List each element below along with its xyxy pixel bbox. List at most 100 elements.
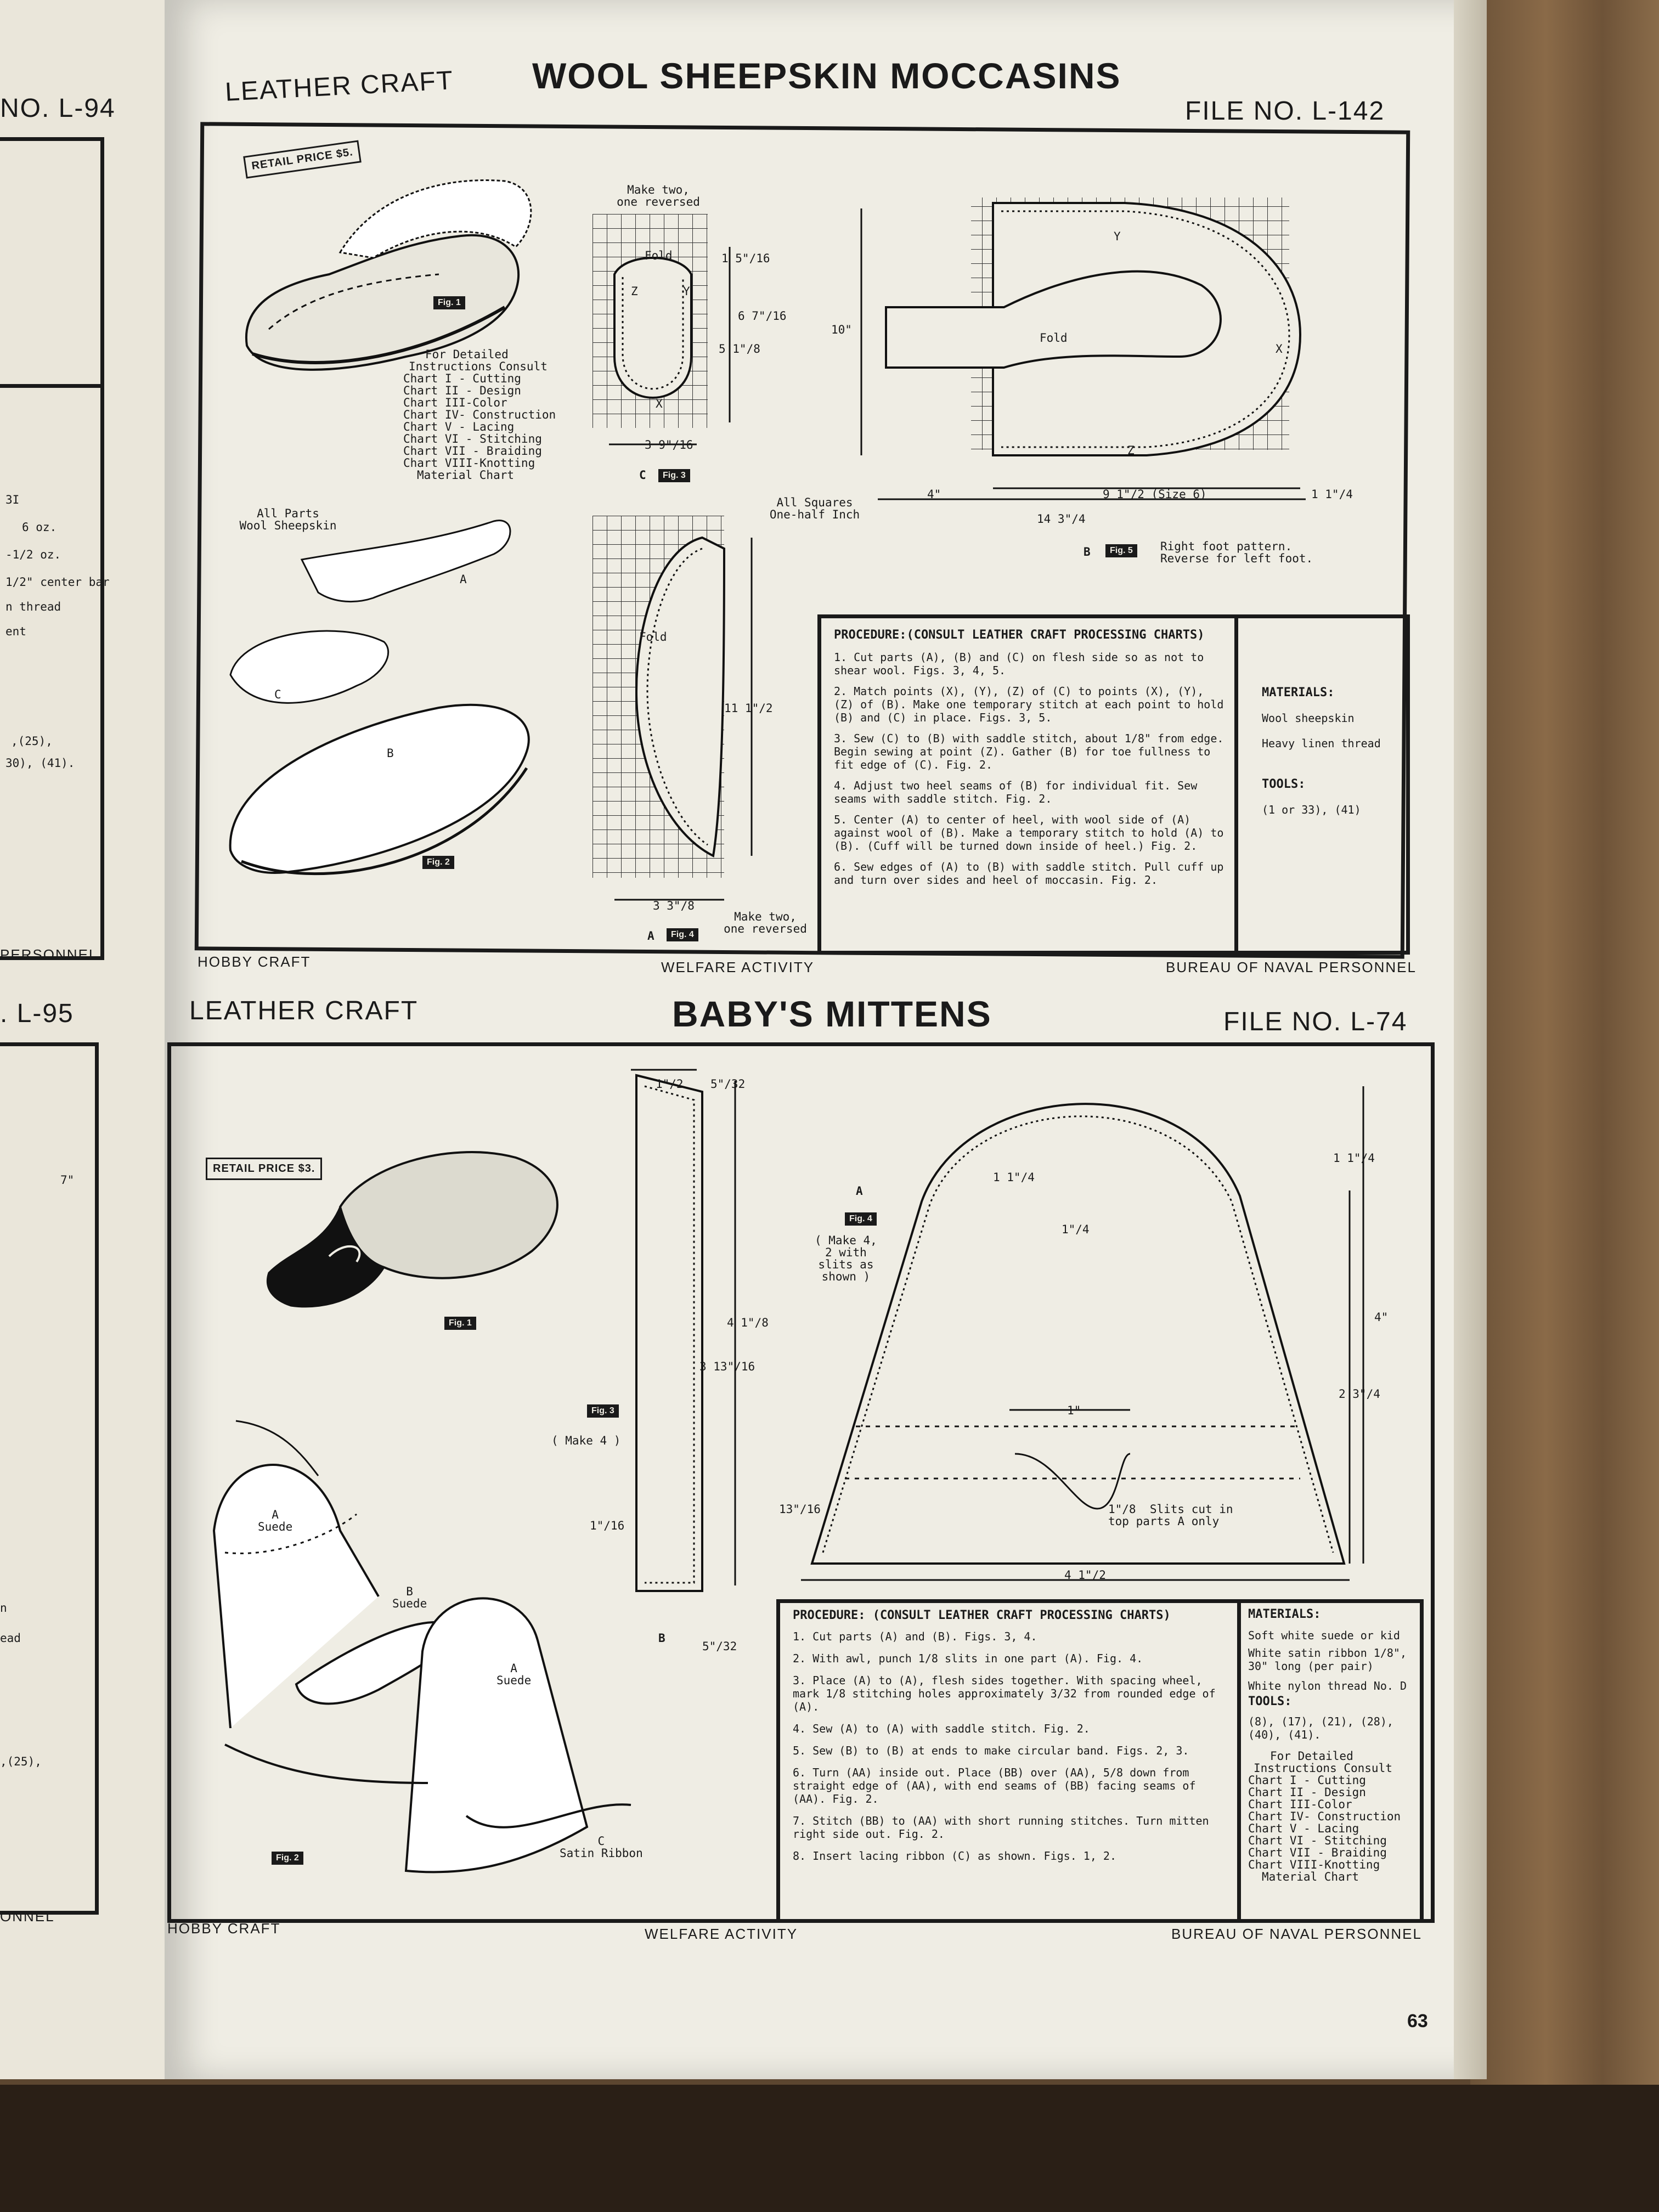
bottom-step-1: 1. Cut parts (A) and (B). Figs. 3, 4.: [793, 1630, 1037, 1643]
mitten-dim-slit: 1": [1067, 1404, 1081, 1417]
left-file-number-top: NO. L-94: [0, 94, 116, 123]
top-fig5-label: Fig. 5: [1105, 544, 1137, 557]
pattern-b-label: B: [1084, 545, 1091, 558]
mitten-dim-bottom-left: 13"/16: [779, 1503, 821, 1516]
consult-line: Chart VII - Braiding: [1248, 1846, 1387, 1859]
pattern-a-fold: Fold: [639, 630, 667, 644]
left-page: [0, 0, 187, 2079]
top-materials-title: MATERIALS:: [1262, 686, 1335, 699]
left-text-3: -1/2 oz.: [5, 548, 61, 561]
top-procedure-divider: [1234, 614, 1238, 955]
bottom-step-6: 6. Turn (AA) inside out. Place (BB) over…: [793, 1766, 1196, 1805]
left-footer-bottom: ONNEL: [0, 1908, 55, 1925]
top-all-parts-note: All Parts Wool Sheepskin: [239, 507, 337, 532]
consult-line: Material Chart: [1262, 1870, 1359, 1883]
pattern-c-y: Y: [683, 285, 690, 298]
moccasin-parts-illustration: [229, 520, 530, 876]
strip-dim-h2: 3 13"/16: [699, 1360, 755, 1373]
bottom-step-2: 2. With awl, punch 1/8 slits in one part…: [793, 1652, 1143, 1665]
left-text-12: ,(25),: [0, 1755, 42, 1768]
consult-line: Chart II - Design: [403, 384, 521, 397]
parts-label-b: B: [387, 747, 394, 760]
mitten-a-make-4: ( Make 4, 2 with slits as shown ): [815, 1234, 877, 1283]
pattern-a-grid: [592, 516, 753, 901]
left-divider: [0, 384, 104, 388]
strip-dim-top-right: 5"/32: [710, 1077, 746, 1091]
top-procedure-title: PROCEDURE:(CONSULT LEATHER CRAFT PROCESS…: [834, 628, 1205, 642]
top-fig2-label: Fig. 2: [422, 856, 454, 869]
bottom-step-7: 7. Stitch (BB) to (AA) with short runnin…: [793, 1814, 1209, 1841]
strip-label-b: B: [658, 1632, 665, 1645]
top-fig1-label: Fig. 1: [433, 296, 465, 309]
bottom-procedure-text: PROCEDURE: (CONSULT LEATHER CRAFT PROCES…: [793, 1609, 1232, 1863]
mitten-part-a-left: A Suede: [258, 1508, 293, 1533]
pattern-b-dim-right: 1 1"/4: [1311, 488, 1353, 501]
bottom-materials: MATERIALS: Soft white suede or kid White…: [1248, 1607, 1418, 1883]
pattern-c-dim-low: 5 1"/8: [719, 342, 760, 356]
top-footer-right: BUREAU OF NAVAL PERSONNEL: [1166, 959, 1417, 975]
top-a-make-two: Make two, one reversed: [724, 910, 807, 935]
top-procedure-text: PROCEDURE:(CONSULT LEATHER CRAFT PROCESS…: [834, 628, 1229, 887]
top-consult-list: For Detailed Instructions Consult Chart …: [403, 348, 556, 481]
mitten-dim-mid: 2 3"/4: [1339, 1387, 1380, 1401]
consult-line: Chart VII - Braiding: [403, 444, 542, 458]
left-text-1: 3I: [5, 493, 20, 506]
consult-line: Chart VI - Stitching: [403, 432, 542, 445]
left-text-9: 7": [60, 1173, 75, 1187]
left-text-7: ,(25),: [11, 735, 53, 748]
consult-line: Chart V - Lacing: [1248, 1822, 1359, 1835]
pattern-c-dim-mid: 6 7"/16: [738, 309, 787, 323]
bottom-footer-mid: WELFARE ACTIVITY: [645, 1926, 798, 1942]
left-panel-top-frame: [0, 137, 104, 960]
bottom-fig4-label: Fig. 4: [845, 1212, 877, 1226]
page-stack-edge: [1454, 0, 1487, 2079]
bottom-step-8: 8. Insert lacing ribbon (C) as shown. Fi…: [793, 1849, 1117, 1863]
bottom-fig1-label: Fig. 1: [444, 1317, 476, 1330]
table-edge: [0, 2085, 1659, 2212]
consult-line: Instructions Consult: [1254, 1762, 1392, 1775]
pattern-c-dim-width: 3 9"/16: [645, 438, 693, 452]
left-text-2: 6 oz.: [22, 521, 57, 534]
consult-line: Chart V - Lacing: [403, 420, 515, 433]
bottom-category: LEATHER CRAFT: [189, 996, 419, 1025]
moccasin-illustration: [245, 179, 532, 371]
consult-line: Chart I - Cutting: [1248, 1774, 1366, 1787]
mitten-parts-illustration: [212, 1420, 631, 1874]
top-procedure-box: [817, 614, 1410, 955]
pattern-b-y: Y: [1114, 230, 1121, 243]
mitten-dim-top-right: 1 1"/4: [1333, 1152, 1375, 1165]
left-text-8: 30), (41).: [5, 757, 75, 770]
pattern-b-dim-left: 4": [927, 488, 941, 501]
pattern-c-fold: Fold: [645, 249, 673, 262]
mitten-dim-height: 4": [1374, 1311, 1389, 1324]
top-material-item: Heavy linen thread: [1262, 737, 1381, 750]
wood-table-background: [1470, 0, 1659, 2096]
top-step-3: 3. Sew (C) to (B) with saddle stitch, ab…: [834, 732, 1224, 771]
page-number: 63: [1407, 2011, 1428, 2032]
left-text-10: n: [0, 1601, 7, 1615]
bottom-title: BABY'S MITTENS: [672, 994, 992, 1034]
top-materials: MATERIALS: Wool sheepskin Heavy linen th…: [1262, 686, 1393, 816]
consult-line: Chart VI - Stitching: [1248, 1834, 1387, 1847]
top-all-squares-note: All Squares One-half Inch: [769, 496, 860, 521]
bottom-procedure-title: PROCEDURE: (CONSULT LEATHER CRAFT PROCES…: [793, 1609, 1171, 1622]
bottom-footer-right: BUREAU OF NAVAL PERSONNEL: [1171, 1926, 1422, 1942]
bottom-footer-left: HOBBY CRAFT: [167, 1920, 281, 1937]
left-panel-bottom-frame: [0, 1042, 99, 1915]
strip-dim-w: 1"/16: [590, 1519, 625, 1532]
top-footer-left: HOBBY CRAFT: [198, 953, 311, 970]
bottom-procedure-divider: [1237, 1599, 1241, 1923]
top-tools: (1 or 33), (41): [1262, 803, 1361, 816]
left-file-number-bottom: . L-95: [0, 999, 74, 1028]
bottom-step-4: 4. Sew (A) to (A) with saddle stitch. Fi…: [793, 1722, 1090, 1735]
top-material-item: Wool sheepskin: [1262, 712, 1355, 725]
mitten-part-a-right: A Suede: [496, 1662, 532, 1687]
bottom-tools: (8), (17), (21), (28), (40), (41).: [1248, 1715, 1393, 1741]
bottom-step-3: 3. Place (A) to (A), flesh sides togethe…: [793, 1674, 1216, 1713]
strip-make-4: ( Make 4 ): [551, 1434, 621, 1447]
mitten-part-b: B Suede: [392, 1585, 427, 1610]
top-step-5: 5. Center (A) to center of heel, with wo…: [834, 813, 1224, 853]
consult-line: Chart VIII-Knotting: [1248, 1858, 1380, 1871]
top-right-foot-note: Right foot pattern. Reverse for left foo…: [1160, 540, 1313, 565]
pattern-a-mitten: [801, 1086, 1364, 1581]
